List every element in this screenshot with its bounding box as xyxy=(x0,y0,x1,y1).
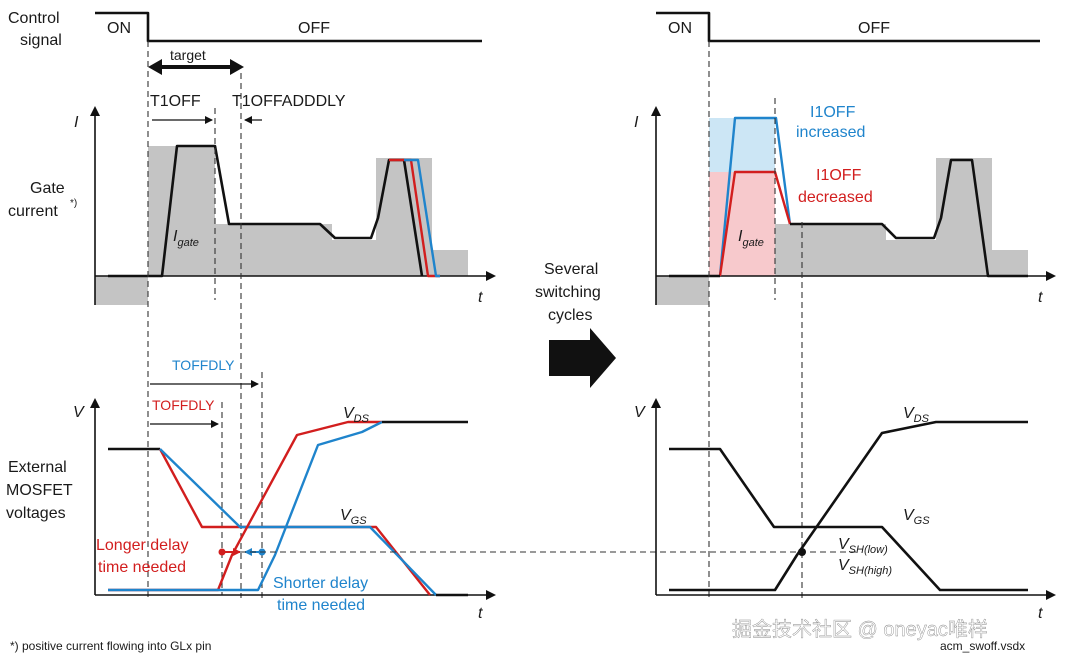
target-label: target xyxy=(170,47,206,63)
ext-label-2: MOSFET xyxy=(6,482,73,499)
control-signal-right: ON OFF xyxy=(656,11,1040,43)
vgs-trace-right xyxy=(669,447,1028,592)
several-cycles-annotation: Several switching cycles xyxy=(535,261,616,388)
i-axis-label-left: I xyxy=(74,114,79,131)
gate-current-blue-right xyxy=(718,116,792,277)
vsh-high-label: VSH(high) xyxy=(838,557,892,577)
vsh-low-label: VSH(low) xyxy=(838,536,888,556)
ext-label-1: External xyxy=(8,459,67,476)
mosfet-voltage-plot-left: External MOSFET voltages V t VDS VGS Lon… xyxy=(6,398,496,622)
i1off-increased-area xyxy=(709,118,775,172)
longer-delay-label-2: time needed xyxy=(98,559,186,576)
vgs-blue-left xyxy=(159,448,437,596)
i1off-decreased-label-1: I1OFF xyxy=(816,167,862,184)
toffdly-blue-annotation: TOFFDLY xyxy=(150,357,259,388)
gate-current-plot-right: I t Igate I1OFF increased I1OFF decrease… xyxy=(634,104,1056,306)
target-arrow: target xyxy=(148,47,244,75)
t-axis-label-gate-right: t xyxy=(1038,289,1043,306)
on-label-right: ON xyxy=(668,20,692,37)
vds-label-right: VDS xyxy=(903,405,930,425)
igate-label-right: Igate xyxy=(738,228,764,249)
gate-current-label-2: current xyxy=(8,203,58,220)
mosfet-voltage-plot-right: V t VDS VGS VSH(low) VSH(high) xyxy=(634,398,1056,622)
gate-current-plot-left: Gate current *) I t Igate xyxy=(8,106,496,306)
toffdly-red-label: TOFFDLY xyxy=(152,397,215,413)
toffdly-red-annotation: TOFFDLY xyxy=(150,397,219,428)
ext-label-3: voltages xyxy=(6,505,66,522)
control-signal-trace-left xyxy=(95,11,482,43)
vgs-label-right: VGS xyxy=(903,507,930,527)
gate-current-red-tail xyxy=(389,158,440,278)
longer-delay-label-1: Longer delay xyxy=(96,537,189,554)
vds-blue-left xyxy=(108,420,383,592)
footnote: *) positive current flowing into GLx pin xyxy=(10,639,211,653)
gate-current-label-1: Gate xyxy=(30,180,65,197)
i1off-decreased-area xyxy=(709,172,775,276)
several-label-1: Several xyxy=(544,261,598,278)
toffdly-blue-label: TOFFDLY xyxy=(172,357,235,373)
t1off-label: T1OFF xyxy=(150,93,201,110)
off-label-left: OFF xyxy=(298,20,330,37)
t-axis-label-volt-right: t xyxy=(1038,605,1043,622)
right-arrow-icon xyxy=(549,328,616,388)
shorter-delay-label-2: time needed xyxy=(277,597,365,614)
i1off-increased-label-1: I1OFF xyxy=(810,104,856,121)
gate-current-trace-right xyxy=(790,158,1028,278)
v-axis-label-left: V xyxy=(73,404,85,421)
several-label-3: cycles xyxy=(548,307,592,324)
gate-current-red-right xyxy=(718,170,792,277)
on-label-left: ON xyxy=(107,20,131,37)
vsh-crossing-dot xyxy=(798,548,806,556)
gate-current-envelope xyxy=(148,146,468,276)
several-label-2: switching xyxy=(535,284,601,301)
negative-gate-area xyxy=(95,276,148,305)
gate-current-envelope-right xyxy=(709,158,1028,276)
vgs-label-left: VGS xyxy=(340,507,367,527)
igate-label-left: Igate xyxy=(173,228,199,249)
control-signal-left: Control signal ON OFF xyxy=(8,10,482,49)
filename-label: acm_swoff.vsdx xyxy=(940,639,1025,653)
i1off-decreased-label-2: decreased xyxy=(798,189,873,206)
vds-trace-right xyxy=(669,420,1028,592)
control-signal-label-2: signal xyxy=(20,32,62,49)
v-axis-label-right: V xyxy=(634,404,646,421)
watermark: 掘金技术社区 @ oneyac唯样 xyxy=(732,618,988,641)
t1offadddly-label: T1OFFADDDLY xyxy=(232,93,346,110)
gate-current-blue-tail xyxy=(404,158,440,278)
off-label-right: OFF xyxy=(858,20,890,37)
t-axis-label-gate-left: t xyxy=(478,289,483,306)
negative-gate-area-right xyxy=(656,276,709,305)
shorter-delay-label-1: Shorter delay xyxy=(273,575,368,592)
control-signal-label-1: Control xyxy=(8,10,60,27)
i1off-increased-label-2: increased xyxy=(796,124,865,141)
t-axis-label-volt-left: t xyxy=(478,605,483,622)
i-axis-label-right: I xyxy=(634,114,639,131)
gate-current-footnote-mark: *) xyxy=(70,198,77,209)
vds-label-left: VDS xyxy=(343,405,370,425)
control-signal-trace-right xyxy=(656,11,1040,43)
vgs-red-left xyxy=(158,448,431,596)
